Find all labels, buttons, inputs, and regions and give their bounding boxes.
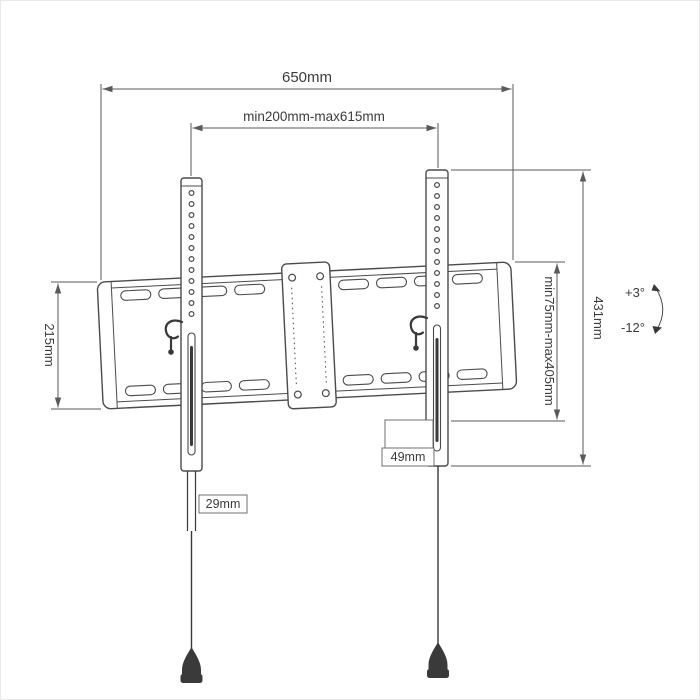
tilt-down-label: -12°: [621, 320, 645, 335]
right-rail-holes: [434, 182, 441, 310]
left-rail-holes: [188, 190, 195, 318]
left-tv-rail: [180, 177, 203, 531]
dimension-plate-height: 215mm: [42, 281, 101, 410]
bracket-height-label: 431mm: [591, 296, 606, 339]
plate-slots-top: [120, 273, 483, 301]
right-tv-rail: [425, 169, 449, 467]
center-plate: [280, 261, 337, 410]
depth-label: 49mm: [391, 450, 426, 464]
depth-projection-box: [384, 419, 434, 449]
wall-plate: [96, 261, 518, 410]
depth-label-box: [381, 447, 435, 467]
mount-width-range-label: min200mm-max615mm: [243, 109, 385, 124]
dimension-depth: 49mm: [381, 419, 435, 467]
right-cord-weight: [428, 642, 448, 669]
mount-height-range-label: min75mm-max405mm: [542, 276, 557, 405]
right-pull-cord: [427, 466, 449, 678]
right-lock-hook-icon: [409, 315, 429, 351]
dimension-mount-height-range: min75mm-max405mm: [451, 261, 565, 422]
total-width-label: 650mm: [282, 69, 332, 86]
profile-label: 29mm: [206, 497, 241, 511]
left-lock-hook-icon: [164, 319, 184, 355]
left-pull-cord: [180, 531, 203, 683]
dimension-mount-width-range: min200mm-max615mm: [190, 109, 439, 176]
left-cord-weight: [182, 647, 201, 674]
dimension-total-width: 650mm: [100, 69, 514, 280]
dimension-profile: 29mm: [198, 494, 248, 514]
dimension-bracket-height: 431mm: [451, 169, 606, 467]
tilt-annotation: +3° -12°: [621, 284, 664, 335]
profile-label-box: [198, 494, 248, 514]
tilt-arc-icon: [654, 286, 664, 332]
plate-height-label: 215mm: [42, 323, 57, 366]
tilt-up-label: +3°: [625, 285, 645, 300]
